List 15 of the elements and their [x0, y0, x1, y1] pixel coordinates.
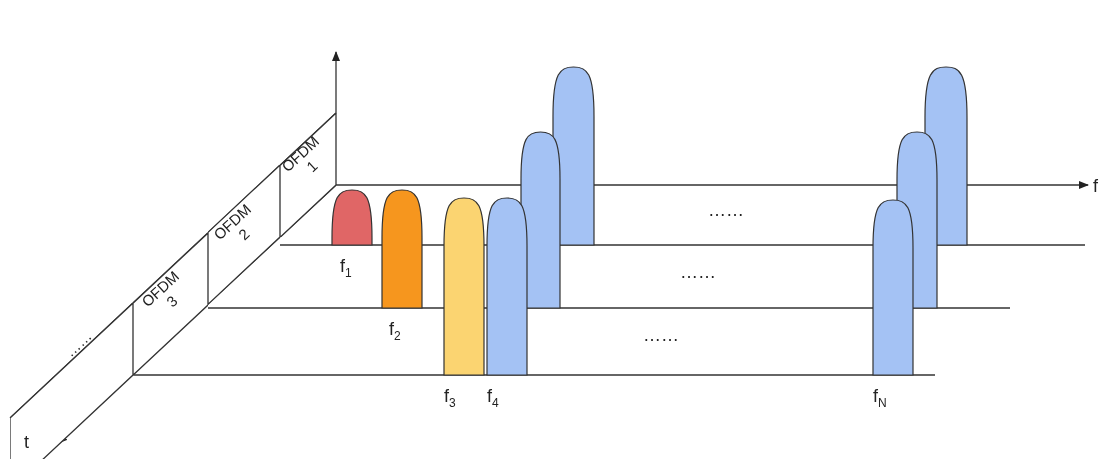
time-slot-slab: [208, 165, 280, 305]
time-slot-slab: [10, 303, 133, 459]
ellipsis-text: ……: [643, 325, 679, 345]
frequency-label: f$_{N}$: [873, 386, 887, 412]
time-slot-slab: [280, 113, 336, 238]
axis-label: t: [24, 432, 29, 452]
ellipsis-text: ……: [708, 200, 744, 220]
slot-label: ……: [60, 326, 96, 362]
frequency-label: f$_{3}$: [444, 386, 456, 412]
frequency-label: f$_{2}$: [389, 319, 401, 345]
axis-label: f: [1093, 176, 1098, 196]
ellipsis-text: ……: [680, 262, 716, 282]
time-slot-slab: [133, 232, 208, 375]
frequency-label: f$_{1}$: [340, 256, 352, 282]
frequency-label: f$_{4}$: [487, 386, 499, 412]
